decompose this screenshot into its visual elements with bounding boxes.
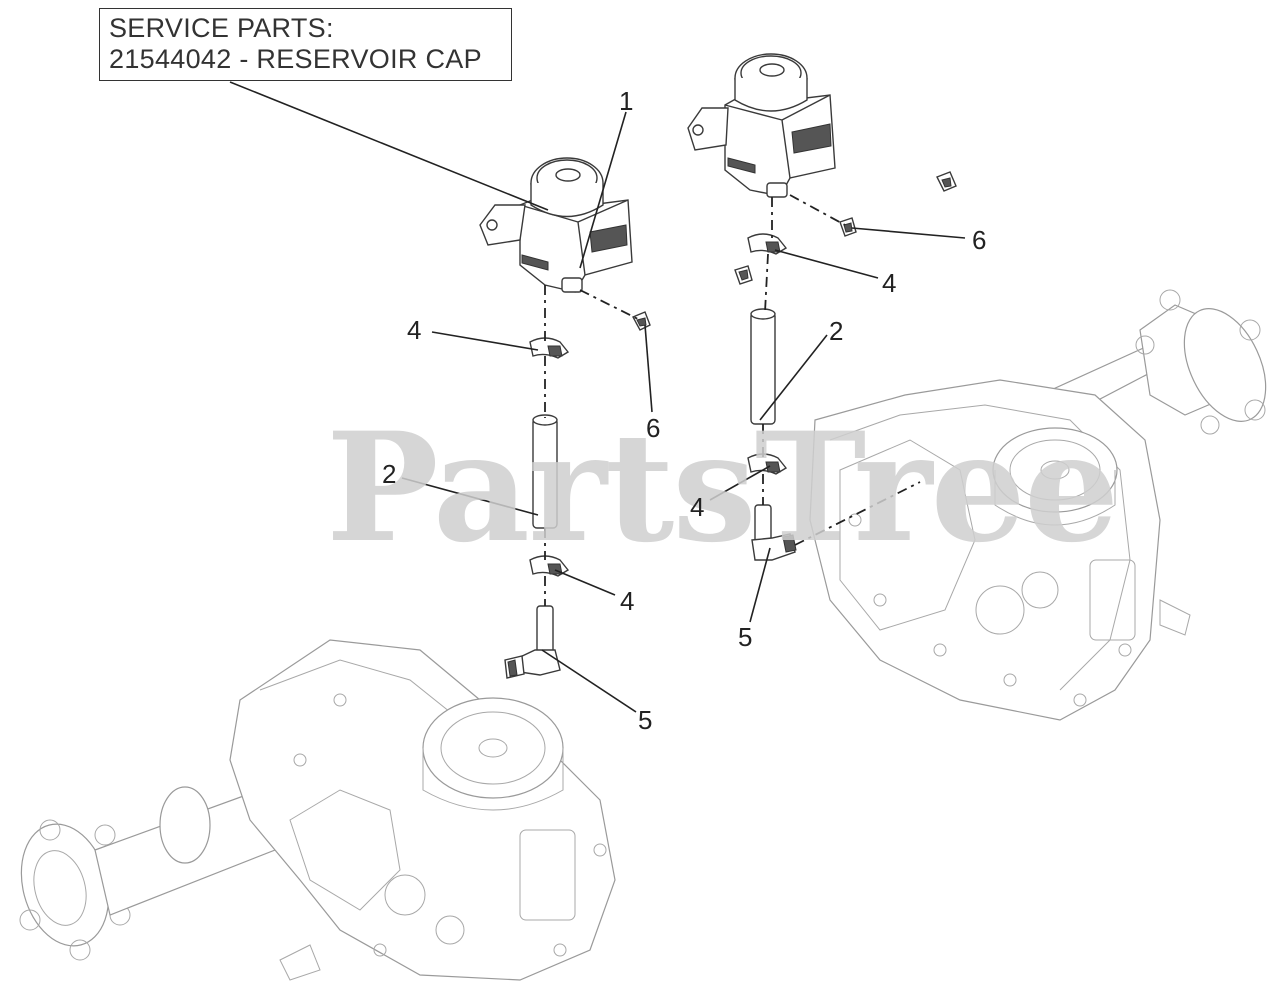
service-parts-box: SERVICE PARTS: 21544042 - RESERVOIR CAP <box>99 8 512 81</box>
right-transaxle <box>809 289 1267 721</box>
callout-4-right-lower: 4 <box>690 492 705 522</box>
callout-4-right-upper: 4 <box>882 268 897 298</box>
callout-2-right: 2 <box>829 316 844 346</box>
left-lower-parts <box>504 285 651 679</box>
callout-5-right: 5 <box>738 622 753 652</box>
service-parts-heading: SERVICE PARTS: <box>109 13 334 43</box>
callout-4-left-upper: 4 <box>407 315 422 345</box>
callout-2-left: 2 <box>382 459 397 489</box>
left-transaxle <box>19 639 616 981</box>
service-parts-item: 21544042 - RESERVOIR CAP <box>109 44 482 74</box>
callout-5-left: 5 <box>638 705 653 735</box>
callout-1: 1 <box>619 86 634 116</box>
leader-lines <box>229 81 966 713</box>
right-lower-parts <box>734 171 957 561</box>
callout-6-left: 6 <box>646 413 661 443</box>
right-reservoir <box>687 53 836 198</box>
callout-4-left-lower: 4 <box>620 586 635 616</box>
callout-6-right: 6 <box>972 225 987 255</box>
left-reservoir <box>479 157 633 293</box>
